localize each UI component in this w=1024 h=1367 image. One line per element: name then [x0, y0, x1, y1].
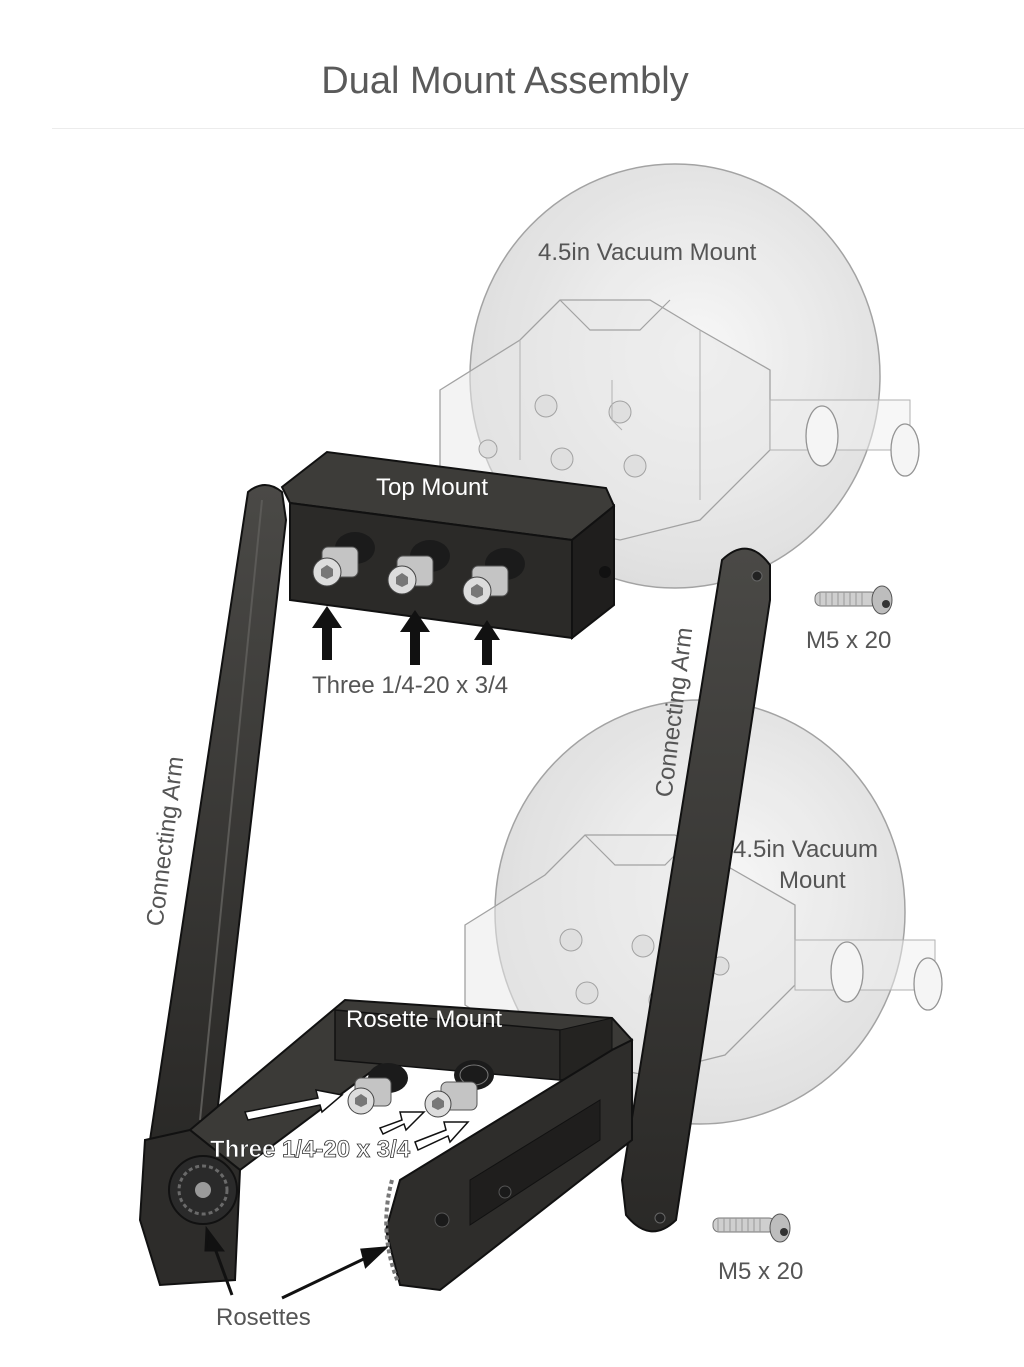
label-rosettes: Rosettes [216, 1304, 311, 1331]
rosette-screw-arrows [243, 1089, 470, 1152]
m5-bolt-bottom [712, 1213, 791, 1243]
label-bolt-top: M5 x 20 [806, 627, 892, 654]
label-vacuum-mount-top: 4.5in Vacuum Mount [538, 239, 757, 266]
label-vacuum-mount-bottom-2: Mount [779, 867, 846, 894]
label-top-mount: Top Mount [376, 474, 489, 501]
rosette-mount [138, 998, 634, 1292]
rosette-arrows [204, 1225, 390, 1300]
rosette-mount-screws [347, 1060, 494, 1118]
page-title: Dual Mount Assembly [321, 60, 689, 102]
top-screw-arrows [312, 606, 500, 665]
label-bolt-bottom: M5 x 20 [718, 1258, 804, 1285]
rosette-left [168, 1155, 238, 1225]
title-divider [52, 128, 1024, 129]
m5-bolt-top [814, 585, 893, 615]
rosette-right [384, 1179, 400, 1283]
connecting-arm-right [620, 547, 771, 1233]
top-mount-screws [312, 532, 525, 606]
connecting-arm-left [148, 484, 288, 1141]
label-screws-top: Three 1/4-20 x 3/4 [312, 672, 509, 699]
label-screws-bottom: Three 1/4-20 x 3/4 [210, 1136, 411, 1164]
label-vacuum-mount-bottom-1: 4.5in Vacuum [733, 836, 878, 863]
label-rosette-mount: Rosette Mount [346, 1006, 503, 1033]
